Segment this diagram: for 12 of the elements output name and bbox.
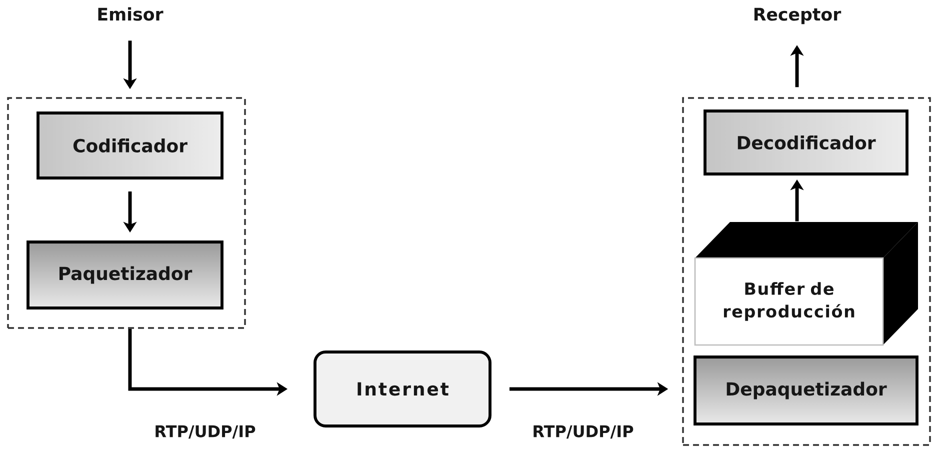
dashed-frame xyxy=(7,97,246,329)
cuboid-box: Buffer de reproducción xyxy=(694,222,918,346)
dashed-frame xyxy=(682,97,931,446)
edge-label: RTP/UDP/IP xyxy=(534,425,634,439)
process-box: Paquetizador xyxy=(26,240,224,310)
process-box: Decodificador xyxy=(704,110,908,176)
process-box: Codificador xyxy=(36,112,224,180)
process-box: Depaquetizador xyxy=(694,356,918,426)
rounded-box: Internet xyxy=(314,350,492,428)
text-label: Receptor xyxy=(754,8,842,24)
edge-label: RTP/UDP/IP xyxy=(156,425,256,439)
text-label: Emisor xyxy=(98,7,164,21)
